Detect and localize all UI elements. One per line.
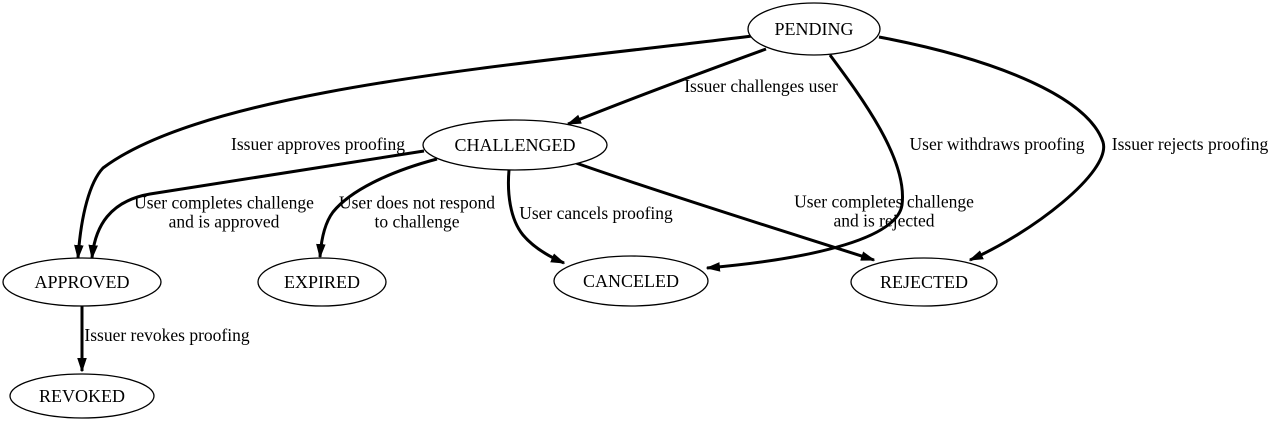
edge-pending-approved (78, 34, 753, 258)
edge-label-line: to challenge (374, 212, 459, 232)
edge-label-pending-rejected: Issuer rejects proofing (1112, 134, 1269, 154)
node-challenged-label: CHALLENGED (455, 135, 576, 155)
node-pending-ellipse (747, 2, 881, 56)
node-expired-ellipse (257, 257, 387, 307)
edge-label-approved-revoked: Issuer revokes proofing (84, 325, 249, 345)
node-rejected-label: REJECTED (880, 272, 968, 292)
node-expired-label: EXPIRED (284, 272, 360, 292)
node-canceled-label: CANCELED (583, 271, 679, 291)
node-canceled-ellipse (553, 255, 709, 307)
edge-label-line: User completes challenge (134, 193, 314, 213)
edge-pending-challenged (568, 47, 767, 126)
edge-label-line: and is approved (169, 212, 280, 232)
edge-pending-rejected (878, 35, 1106, 262)
edge-label-pending-approved: Issuer approves proofing (231, 134, 405, 154)
edge-challenged-approved (92, 149, 425, 258)
edge-label-line: Issuer challenges user (684, 76, 838, 96)
edge-label-line: and is rejected (833, 211, 934, 231)
node-approved-ellipse (2, 257, 162, 307)
edge-label-line: User withdraws proofing (910, 134, 1085, 154)
node-revoked-ellipse (9, 373, 155, 419)
edge-challenged-rejected (575, 161, 874, 262)
edge-label-pending-challenged: Issuer challenges user (684, 76, 838, 96)
edge-challenged-canceled (506, 169, 564, 265)
node-rejected-ellipse (850, 257, 998, 307)
node-approved-label: APPROVED (34, 272, 129, 292)
edge-pending-canceled (707, 54, 905, 268)
edge-label-line: User completes challenge (794, 192, 974, 212)
edges-layer (78, 34, 1106, 371)
edge-challenged-expired (320, 157, 438, 257)
edge-label-pending-canceled: User withdraws proofing (910, 134, 1085, 154)
edge-label-challenged-canceled: User cancels proofing (519, 203, 673, 223)
edge-label-line: Issuer approves proofing (231, 134, 405, 154)
edge-label-line: User does not respond (339, 193, 495, 213)
nodes-layer: PENDING CHALLENGED APPROVED EXPIRED CANCELED… (2, 2, 998, 419)
node-revoked-label: REVOKED (39, 386, 125, 406)
edge-label-line: Issuer rejects proofing (1112, 134, 1269, 154)
edge-label-line: User cancels proofing (519, 203, 673, 223)
node-pending-label: PENDING (775, 19, 854, 39)
edge-label-line: Issuer revokes proofing (84, 325, 249, 345)
node-challenged-ellipse (422, 119, 608, 171)
